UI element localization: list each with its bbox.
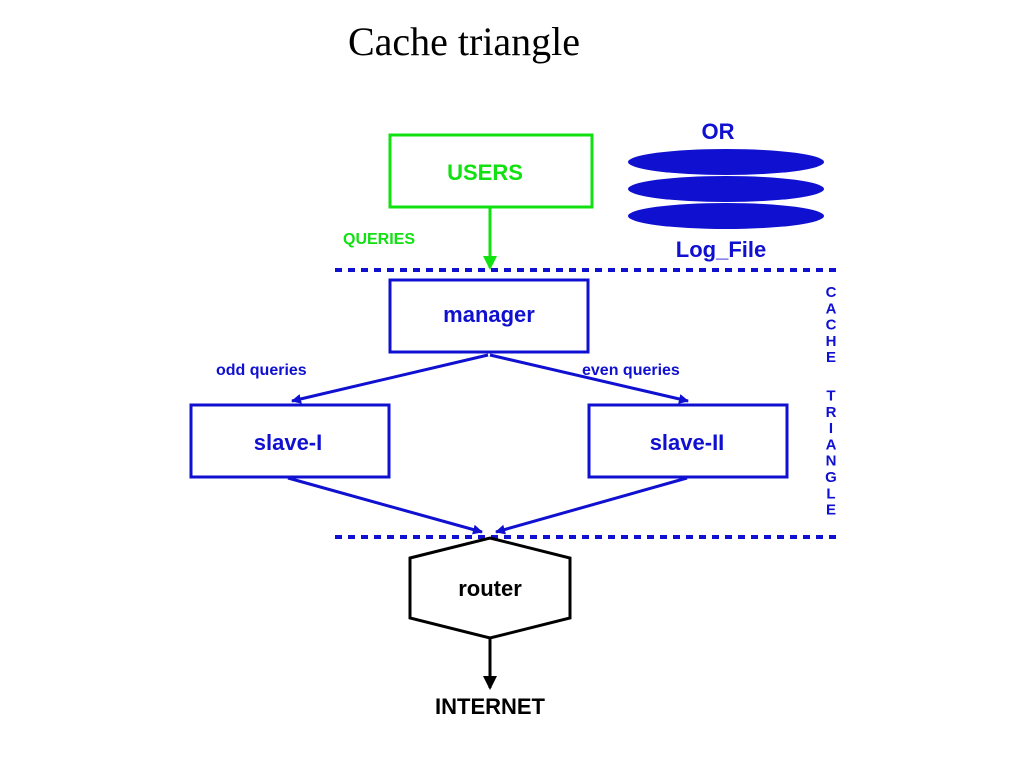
region-label-letter: E [826, 502, 836, 519]
queries-edge-label: QUERIES [343, 231, 415, 248]
odd-queries-label: odd queries [216, 362, 307, 379]
region-label-letter: N [826, 453, 837, 470]
region-label-letter: H [826, 333, 837, 350]
even-queries-label: even queries [582, 362, 680, 379]
users-label: USERS [447, 160, 523, 185]
region-label-letter: A [826, 300, 837, 317]
region-label-letter: C [826, 284, 837, 301]
log-file-node: OR Log_File [628, 119, 824, 262]
database-disk-icon [628, 176, 824, 202]
slave-2-label: slave-II [650, 430, 725, 455]
slave-2-to-router-arrow [495, 476, 688, 535]
even-queries-arrow [489, 353, 689, 404]
router-hexagon [408, 536, 572, 640]
region-label-letter: I [829, 420, 833, 437]
database-disk-icon [628, 149, 824, 175]
manager-box [388, 278, 590, 354]
internet-label: INTERNET [435, 694, 546, 719]
log-file-label: Log_File [676, 237, 766, 262]
region-label-letter: T [826, 388, 835, 405]
database-disk-icon [628, 203, 824, 229]
log-or-label: OR [702, 119, 735, 144]
slave-1-to-router-arrow [287, 476, 483, 535]
slave-1-node: slave-I [189, 403, 391, 479]
region-label-letter: G [825, 469, 837, 486]
router-node: router [408, 536, 572, 640]
region-label-letter: E [826, 349, 836, 366]
router-label: router [458, 576, 522, 601]
slave-2-node: slave-II [587, 403, 789, 479]
users-node: USERS [388, 133, 594, 209]
region-label-letter: R [826, 404, 837, 421]
slide-title: Cache triangle [347, 19, 581, 64]
region-label-letter: C [826, 317, 837, 334]
slave-1-label: slave-I [254, 430, 323, 455]
odd-queries-arrow [291, 353, 489, 404]
slave-2-box [587, 403, 789, 479]
region-label-letter: A [826, 436, 837, 453]
manager-node: manager [388, 278, 590, 354]
region-label-letter: L [826, 485, 835, 502]
manager-label: manager [443, 302, 535, 327]
